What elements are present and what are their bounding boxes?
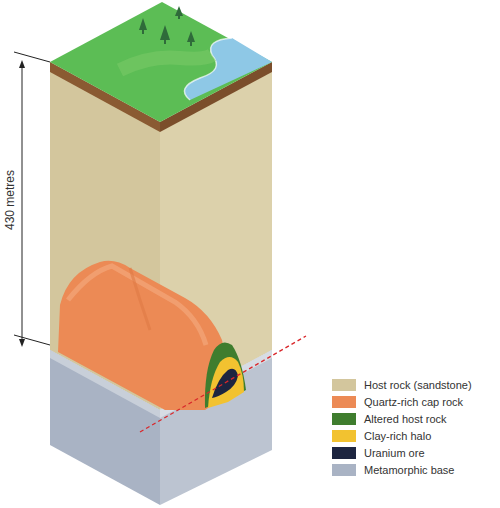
legend-text: Host rock (sandstone) <box>364 378 472 392</box>
water <box>184 38 272 100</box>
legend-swatch <box>332 447 356 459</box>
top-surface <box>50 2 272 122</box>
legend-text: Altered host rock <box>364 412 447 426</box>
legend-text: Quartz-rich cap rock <box>364 395 463 409</box>
trees <box>139 6 195 46</box>
legend-swatch <box>332 396 356 408</box>
legend-text: Uranium ore <box>364 446 425 460</box>
legend-swatch <box>332 413 356 425</box>
dimension-line <box>22 64 23 343</box>
legend-text: Metamorphic base <box>364 463 455 477</box>
legend-swatch <box>332 430 356 442</box>
legend-swatch <box>332 379 356 391</box>
altered-rock <box>205 342 246 408</box>
dimension-label: 430 metres <box>3 170 17 230</box>
legend-swatch <box>332 464 356 476</box>
uranium-ore <box>212 369 238 398</box>
legend-text: Clay-rich halo <box>364 429 431 443</box>
unconformity-line <box>140 336 306 432</box>
